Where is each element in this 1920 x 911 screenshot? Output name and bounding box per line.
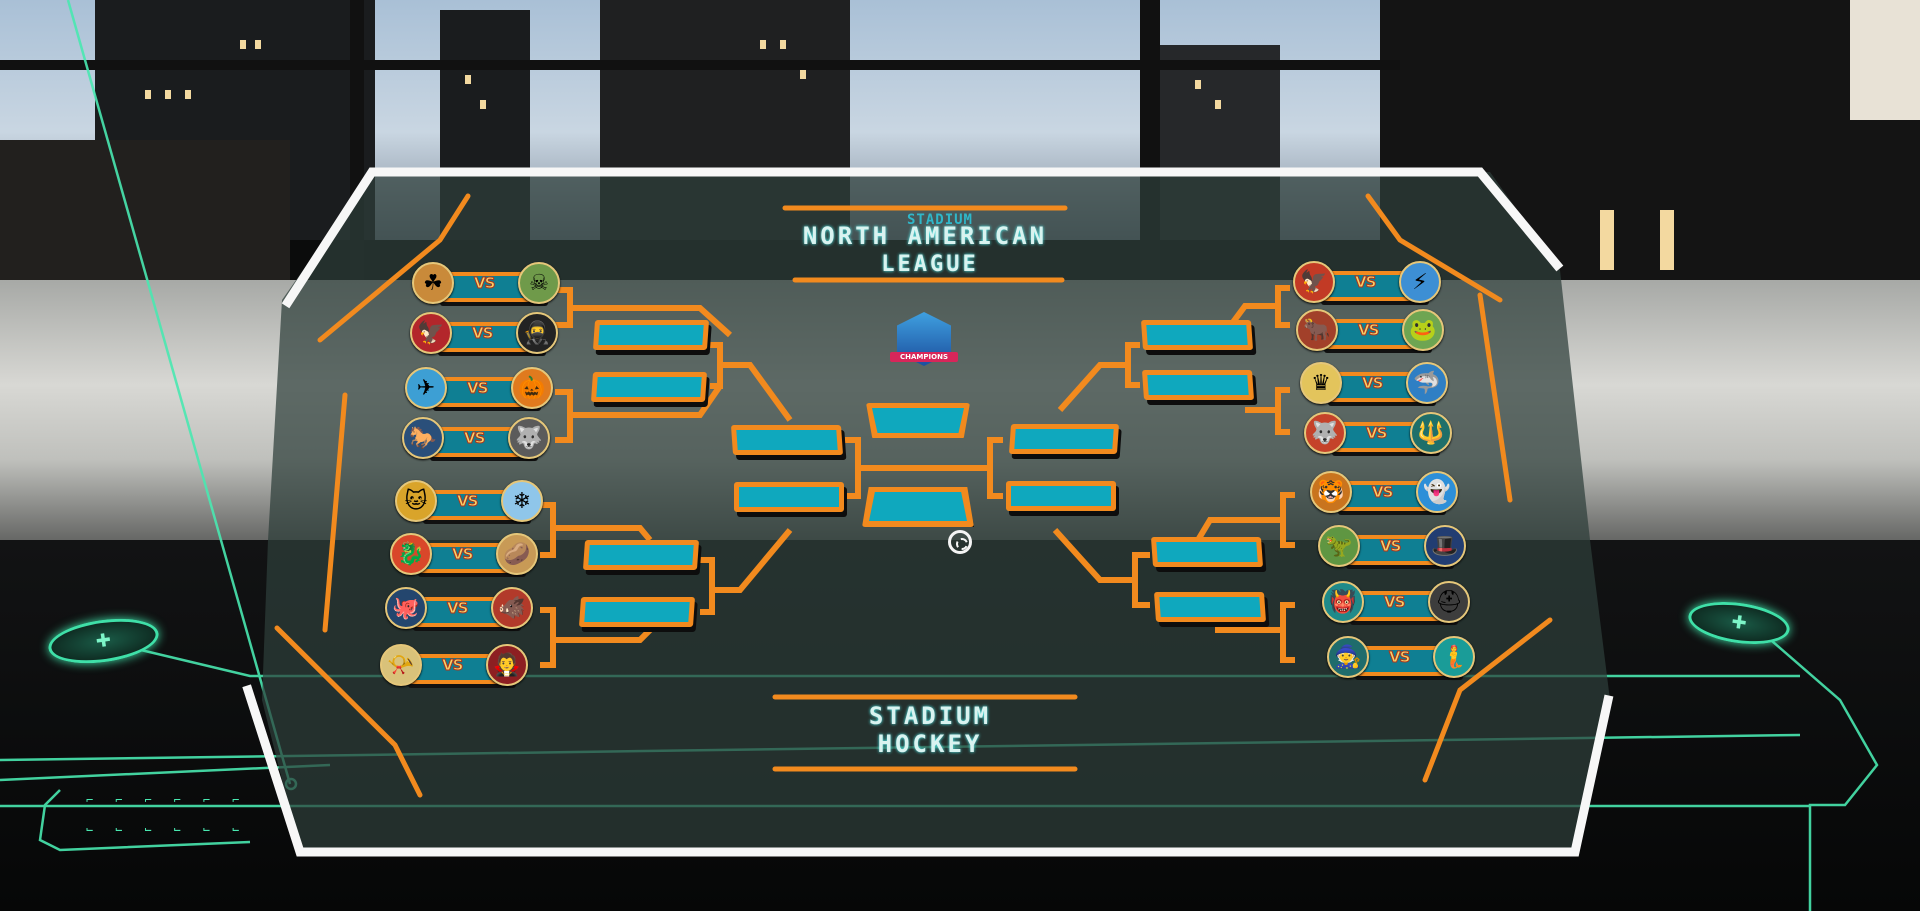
boar-icon[interactable]: 🐗 xyxy=(491,587,533,629)
vs-label: VS xyxy=(441,656,463,675)
pumpkin-icon[interactable]: 🎃 xyxy=(511,367,553,409)
vs-label: VS xyxy=(446,599,468,618)
left-matchup-8[interactable]: 📯 VS 🧛 xyxy=(380,644,535,686)
semifinal-right-slot-2[interactable] xyxy=(1006,481,1116,511)
league-title-line2: LEAGUE xyxy=(881,252,979,277)
left-matchup-3[interactable]: ✈ VS 🎃 xyxy=(405,367,560,409)
right-matchup-6[interactable]: 🦖 VS 🎩 xyxy=(1318,525,1473,567)
left-matchup-4[interactable]: 🐎 VS 🐺 xyxy=(402,417,557,459)
frog-icon[interactable]: 🐸 xyxy=(1402,309,1444,351)
left-matchup-7[interactable]: 🐙 VS 🐗 xyxy=(385,587,540,629)
vampire-icon[interactable]: 🧛 xyxy=(486,644,528,686)
mustang-icon[interactable]: 🐎 xyxy=(402,417,444,459)
potato-icon[interactable]: 🥔 xyxy=(496,533,538,575)
final-slot-bottom[interactable] xyxy=(862,487,974,527)
round2-left-slot-3[interactable] xyxy=(582,540,700,570)
semifinal-right-slot-1[interactable] xyxy=(1008,424,1120,454)
league-badge: STADIUM xyxy=(906,212,973,228)
building xyxy=(1850,0,1920,120)
vs-label: VS xyxy=(1365,424,1387,443)
red-eagle-icon[interactable]: 🦅 xyxy=(410,312,452,354)
vs-label: VS xyxy=(1388,648,1410,667)
right-matchup-1[interactable]: 🦅 VS ⚡ xyxy=(1293,261,1448,303)
left-matchup-1[interactable]: ☘ VS ☠ xyxy=(412,262,567,304)
left-matchup-2[interactable]: 🦅 VS 🥷 xyxy=(410,312,565,354)
vs-label: VS xyxy=(1379,537,1401,556)
game-title-line2: HOCKEY xyxy=(877,730,983,758)
zeus-icon[interactable]: ⚡ xyxy=(1399,261,1441,303)
round2-left-slot-4[interactable] xyxy=(578,597,696,627)
golem-icon[interactable]: 👹 xyxy=(1322,581,1364,623)
vs-label: VS xyxy=(1357,321,1379,340)
vs-label: VS xyxy=(451,545,473,564)
zombie-icon[interactable]: ☠ xyxy=(518,262,560,304)
dragon-icon[interactable]: 🐉 xyxy=(390,533,432,575)
shark-icon[interactable]: 🦈 xyxy=(1406,362,1448,404)
round2-right-slot-2[interactable] xyxy=(1141,370,1255,400)
hawk-icon[interactable]: 🦅 xyxy=(1293,261,1335,303)
vs-label: VS xyxy=(463,429,485,448)
yeti-icon[interactable]: ❄ xyxy=(501,480,543,522)
vs-label: VS xyxy=(466,379,488,398)
vs-label: VS xyxy=(1371,483,1393,502)
semifinal-left-slot-2[interactable] xyxy=(734,482,844,512)
round2-right-slot-4[interactable] xyxy=(1153,592,1267,622)
t-rex-icon[interactable]: 🦖 xyxy=(1318,525,1360,567)
left-matchup-6[interactable]: 🐉 VS 🥔 xyxy=(390,533,545,575)
crown-icon[interactable]: ♛ xyxy=(1300,362,1342,404)
lynx-icon[interactable]: 🐱 xyxy=(395,480,437,522)
vs-label: VS xyxy=(1361,374,1383,393)
horn-icon[interactable]: 📯 xyxy=(380,644,422,686)
bull-icon[interactable]: 🐂 xyxy=(1296,309,1338,351)
leprechaun-icon[interactable]: ☘ xyxy=(412,262,454,304)
hellhound-icon[interactable]: 🐺 xyxy=(1304,412,1346,454)
ninja-icon[interactable]: 🥷 xyxy=(516,312,558,354)
console-bracket-marks: ⌐⌐⌐⌐⌐⌐ xyxy=(86,793,262,807)
league-title-line1: NORTH AMERICAN xyxy=(802,222,1048,250)
right-matchup-8[interactable]: 🧙 VS 🧜 xyxy=(1327,636,1482,678)
building xyxy=(0,140,290,280)
octopus-icon[interactable]: 🐙 xyxy=(385,587,427,629)
vs-label: VS xyxy=(473,274,495,293)
witch-icon[interactable]: 🧙 xyxy=(1327,636,1369,678)
poseidon-icon[interactable]: 🔱 xyxy=(1410,412,1452,454)
right-matchup-7[interactable]: 👹 VS ⛑ xyxy=(1322,581,1477,623)
game-title-line1: STADIUM xyxy=(868,702,992,730)
jet-icon[interactable]: ✈ xyxy=(405,367,447,409)
round2-left-slot-2[interactable] xyxy=(590,372,708,402)
vs-label: VS xyxy=(1383,593,1405,612)
trophy-label: CHAMPIONS xyxy=(890,352,958,362)
right-matchup-2[interactable]: 🐂 VS 🐸 xyxy=(1296,309,1451,351)
gaze-reticle-icon xyxy=(948,530,972,554)
knight-helmet-icon[interactable]: ⛑ xyxy=(1428,581,1470,623)
wolf-icon[interactable]: 🐺 xyxy=(508,417,550,459)
vs-label: VS xyxy=(456,492,478,511)
right-matchup-3[interactable]: ♛ VS 🦈 xyxy=(1300,362,1455,404)
round2-right-slot-3[interactable] xyxy=(1150,537,1264,567)
right-matchup-4[interactable]: 🐺 VS 🔱 xyxy=(1304,412,1459,454)
patriot-icon[interactable]: 🎩 xyxy=(1424,525,1466,567)
left-matchup-5[interactable]: 🐱 VS ❄ xyxy=(395,480,550,522)
vs-label: VS xyxy=(471,324,493,343)
vs-label: VS xyxy=(1354,273,1376,292)
round2-right-slot-1[interactable] xyxy=(1140,320,1254,350)
right-matchup-5[interactable]: 🐯 VS 👻 xyxy=(1310,471,1465,513)
console-bracket-marks: ⌙⌙⌙⌙⌙⌙ xyxy=(86,822,262,836)
ghost-icon[interactable]: 👻 xyxy=(1416,471,1458,513)
tiger-icon[interactable]: 🐯 xyxy=(1310,471,1352,513)
round2-left-slot-1[interactable] xyxy=(592,320,710,350)
mermaid-icon[interactable]: 🧜 xyxy=(1433,636,1475,678)
semifinal-left-slot-1[interactable] xyxy=(730,425,844,455)
final-slot-top[interactable] xyxy=(866,403,970,438)
